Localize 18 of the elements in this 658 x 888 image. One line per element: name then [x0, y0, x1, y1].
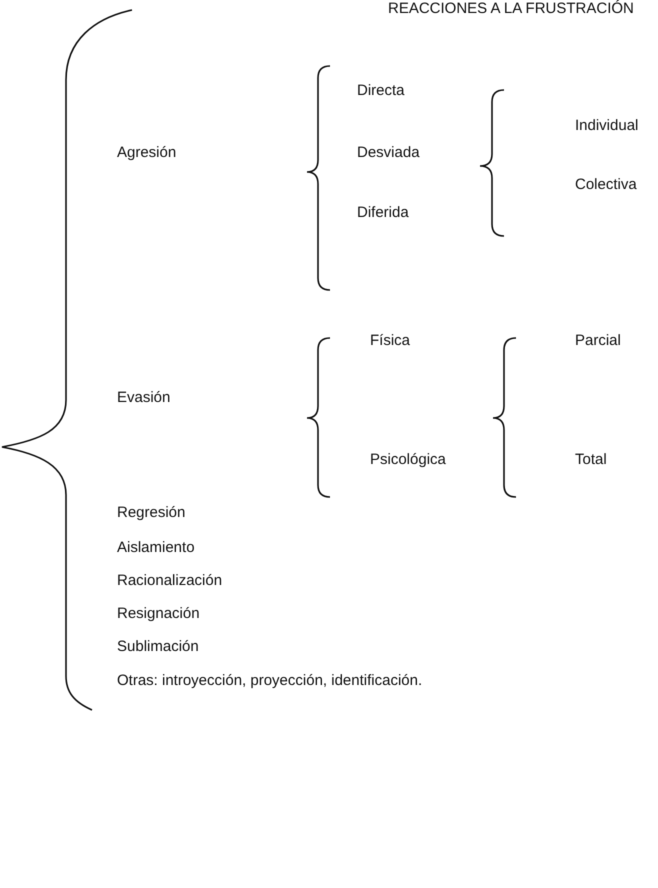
category-label: Directa [357, 82, 405, 100]
category-label: Física [370, 332, 410, 350]
diagram-title: REACCIONES A LA FRUSTRACIÓN [388, 0, 634, 18]
category-label: Regresión [117, 504, 186, 522]
category-label: Diferida [357, 204, 409, 222]
category-label: Total [575, 451, 607, 469]
category-label: Resignación [117, 605, 200, 623]
category-label: Desviada [357, 144, 420, 162]
category-label: Colectiva [575, 176, 637, 194]
category-label: Individual [575, 117, 638, 135]
category-label: Otras: introyección, proyección, identificación. [117, 672, 422, 690]
category-label: Psicológica [370, 451, 446, 469]
category-label: Aislamiento [117, 539, 195, 557]
category-label: Racionalización [117, 572, 222, 590]
category-label: Sublimación [117, 638, 199, 656]
category-label: Parcial [575, 332, 621, 350]
category-label: Evasión [117, 389, 170, 407]
category-label: Agresión [117, 144, 176, 162]
